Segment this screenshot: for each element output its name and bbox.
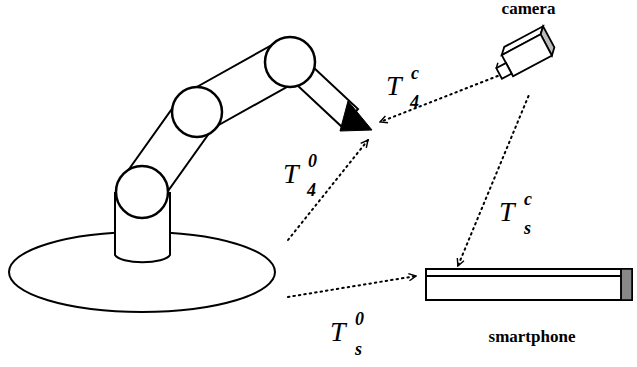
transform-arrow [288,276,416,297]
smartphone-end-line [620,269,622,300]
frame-superscript: 0 [355,310,364,328]
transform-symbol: T [330,318,346,346]
smartphone-device: smartphone [423,266,637,360]
end-effector [340,101,372,131]
smartphone-edge [426,275,621,277]
frame-subscript: s [524,219,531,237]
frame-superscript: 0 [308,152,317,170]
frame-superscript: c [411,64,419,82]
frame-subscript: s [355,340,362,358]
frame-subscript: 4 [307,181,316,199]
transform-symbol: T [283,160,299,188]
smartphone-end [621,269,632,300]
transform-arrow [380,72,508,122]
transform-arrow [288,140,368,240]
frame-subscript: 4 [410,93,419,111]
camera-device: camera [478,0,579,96]
robot-joint [116,166,168,218]
camera-lens [496,63,511,79]
robot-joint [172,87,222,137]
transform-arrow [458,96,529,266]
camera-lens-edge [494,63,499,68]
smartphone-body [426,269,632,300]
device-label: camera [478,0,579,19]
transform-symbol: T [386,72,402,100]
frame-superscript: c [524,190,532,208]
transform-symbol: T [499,198,515,226]
robot-joint [265,37,315,87]
device-label: smartphone [423,328,637,347]
